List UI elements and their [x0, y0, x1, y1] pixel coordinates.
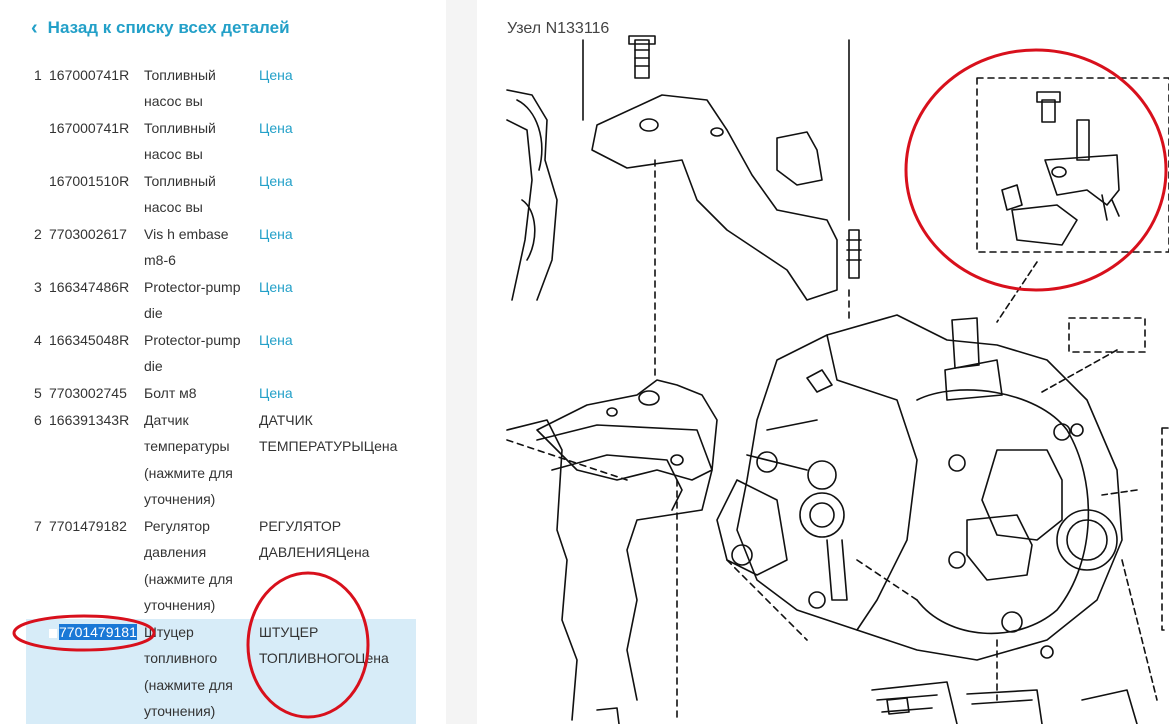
price-label[interactable]: ДАТЧИК ТЕМПЕРАТУРЫЦена — [259, 412, 398, 455]
part-name: Штуцер топливного (нажмите для уточнения… — [144, 624, 233, 720]
part-name: Топливный насос вы — [144, 120, 216, 163]
part-code: 166345048R — [49, 332, 130, 348]
price-link[interactable]: Цена — [259, 67, 293, 83]
price-link[interactable]: Цена — [259, 279, 293, 295]
part-number: 5 — [34, 385, 42, 401]
part-code: 7701479182 — [49, 518, 127, 534]
part-row[interactable]: 167000741R Топливный насос вы Цена — [26, 115, 416, 168]
node-title: Узел N133116 — [507, 20, 610, 37]
price-link[interactable]: Цена — [259, 226, 293, 242]
part-number: 1 — [34, 67, 42, 83]
part-name: Protector-pump die — [144, 279, 241, 322]
price-label[interactable]: РЕГУЛЯТОР ДАВЛЕНИЯЦена — [259, 518, 370, 561]
part-number: 3 — [34, 279, 42, 295]
part-code: 167000741R — [49, 120, 130, 136]
part-code: 7703002745 — [49, 385, 127, 401]
exploded-parts-diagram[interactable] — [477, 0, 1169, 724]
part-code: 166391343R — [49, 412, 130, 428]
part-row[interactable]: 4 166345048R Protector-pump die Цена — [26, 327, 416, 380]
part-name: Топливный насос вы — [144, 173, 216, 216]
part-name: Регулятор давления (нажмите для уточнени… — [144, 518, 233, 614]
part-number: 2 — [34, 226, 42, 242]
selected-code-highlight: 7701479181 — [59, 624, 137, 640]
price-link[interactable]: Цена — [259, 173, 293, 189]
part-row[interactable]: 167001510R Топливный насос вы Цена — [26, 168, 416, 221]
part-code: 7701479181 — [49, 619, 141, 645]
price-label[interactable]: ШТУЦЕР ТОПЛИВНОГОЦена — [259, 624, 389, 667]
part-name: Болт м8 — [144, 385, 197, 401]
price-link[interactable]: Цена — [259, 120, 293, 136]
part-row[interactable]: 6 166391343R Датчик температуры (нажмите… — [26, 407, 416, 513]
part-row-selected[interactable]: 7701479181 Штуцер топливного (нажмите дл… — [26, 619, 416, 724]
part-number: 7 — [34, 518, 42, 534]
part-code: 167000741R — [49, 67, 130, 83]
part-row[interactable]: 7 7701479182 Регулятор давления (нажмите… — [26, 513, 416, 619]
part-row[interactable]: 3 166347486R Protector-pump die Цена — [26, 274, 416, 327]
panel-divider — [446, 0, 477, 724]
price-link[interactable]: Цена — [259, 332, 293, 348]
parts-panel: ‹ Назад к списку всех деталей 1 16700074… — [0, 0, 446, 724]
part-code: 7703002617 — [49, 226, 127, 242]
part-number: 4 — [34, 332, 42, 348]
chevron-left-icon: ‹ — [31, 17, 38, 39]
part-code: 167001510R — [49, 173, 130, 189]
parts-list: 1 167000741R Топливный насос вы Цена 167… — [26, 62, 416, 724]
part-name: Топливный насос вы — [144, 67, 216, 110]
part-row[interactable]: 1 167000741R Топливный насос вы Цена — [26, 62, 416, 168]
back-link-label: Назад к списку всех деталей — [47, 18, 290, 37]
diagram-panel: Узел N133116 — [477, 0, 1169, 724]
part-name: Protector-pump die — [144, 332, 241, 375]
part-name: Датчик температуры (нажмите для уточнени… — [144, 412, 233, 508]
part-code: 166347486R — [49, 279, 130, 295]
part-row[interactable]: 2 7703002617 Vis h embase m8-6 Цена — [26, 221, 416, 274]
part-row[interactable]: 5 7703002745 Болт м8 Цена — [26, 380, 416, 407]
checkbox-icon — [49, 629, 57, 638]
back-to-list-link[interactable]: ‹ Назад к списку всех деталей — [31, 18, 290, 38]
part-number: 6 — [34, 412, 42, 428]
price-link[interactable]: Цена — [259, 385, 293, 401]
part-name: Vis h embase m8-6 — [144, 226, 229, 269]
